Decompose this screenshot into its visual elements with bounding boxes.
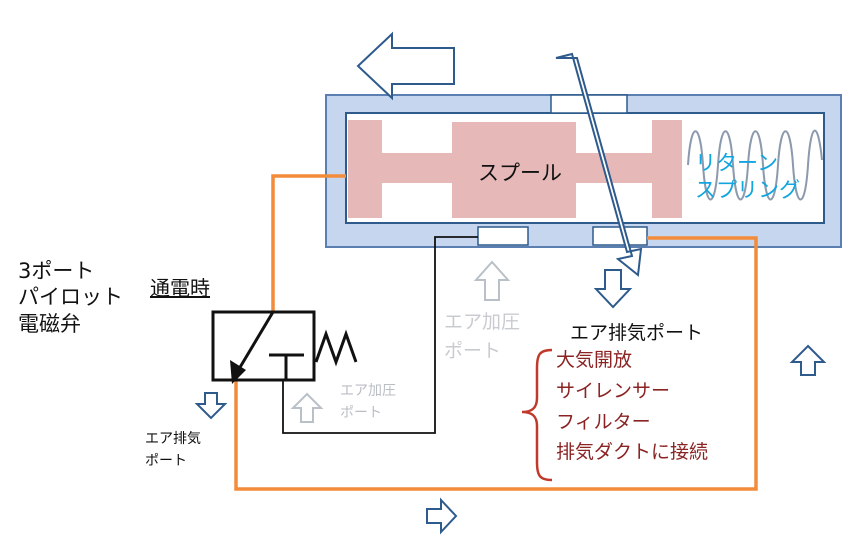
pressure-port-line: エア加圧 <box>444 311 521 333</box>
pilot-valve-box <box>211 310 316 382</box>
pressure-port-line: ポート <box>444 339 502 362</box>
exhaust-option: 排気ダクトに接続 <box>556 441 709 464</box>
solenoid-coil <box>314 329 358 367</box>
exhaust-option: フィルター <box>556 410 651 433</box>
exhaust-port-label: エア排気ポート <box>570 322 704 344</box>
spool-label: スプール <box>478 161 562 185</box>
flow-up-arrow-right <box>789 344 827 376</box>
pilot-exhaust-port-line: ポート <box>145 453 187 470</box>
exhaust-option: 大気開放 <box>556 349 633 371</box>
pilot-exhaust-port-line: エア排気 <box>145 431 201 447</box>
pressure-port-label: エア加圧 ポート <box>444 308 520 365</box>
pilot-exhaust-down-arrow <box>194 392 228 420</box>
title-line: 3ポート <box>18 259 95 283</box>
pilot-valve-flow-arrow <box>234 311 275 375</box>
supply-line <box>282 236 478 434</box>
exhaust-line <box>234 236 758 491</box>
pilot-pressure-port-label: エア加圧 ポート <box>340 381 396 424</box>
pilot-line <box>271 174 346 312</box>
energized-label: 通電時 <box>150 276 210 300</box>
bottom-port-pressure <box>477 226 529 246</box>
spool <box>348 120 682 218</box>
spring-label-line: スプリング <box>695 178 800 203</box>
valve-type-title: 3ポート パイロット 電磁弁 <box>18 258 123 337</box>
exhaust-down-arrow <box>593 269 633 309</box>
spring-label-line: リターン <box>695 151 778 175</box>
flow-right-arrow-bottom <box>426 497 458 535</box>
exhaust-option: サイレンサー <box>556 379 671 402</box>
exhaust-options-list: 大気開放 サイレンサー フィルター 排気ダクトに接続 <box>556 345 708 468</box>
return-spring-label: リターン スプリング <box>695 150 800 205</box>
return-spring <box>687 129 823 201</box>
pilot-pressure-port-line: エア加圧 <box>340 383 396 399</box>
pilot-exhaust-port-label: エア排気 ポート <box>145 428 201 473</box>
title-line: パイロット <box>18 285 123 310</box>
pressure-up-arrow-small <box>290 392 324 423</box>
pressure-up-arrow-main <box>473 260 511 301</box>
outflow-arrow-left <box>356 31 455 101</box>
exhaust-flow-arrow <box>555 52 643 277</box>
pilot-pressure-port-line: ポート <box>340 404 382 421</box>
options-brace <box>521 348 553 482</box>
pilot-valve-arrowhead <box>230 360 246 384</box>
title-line: 電磁弁 <box>18 311 81 336</box>
